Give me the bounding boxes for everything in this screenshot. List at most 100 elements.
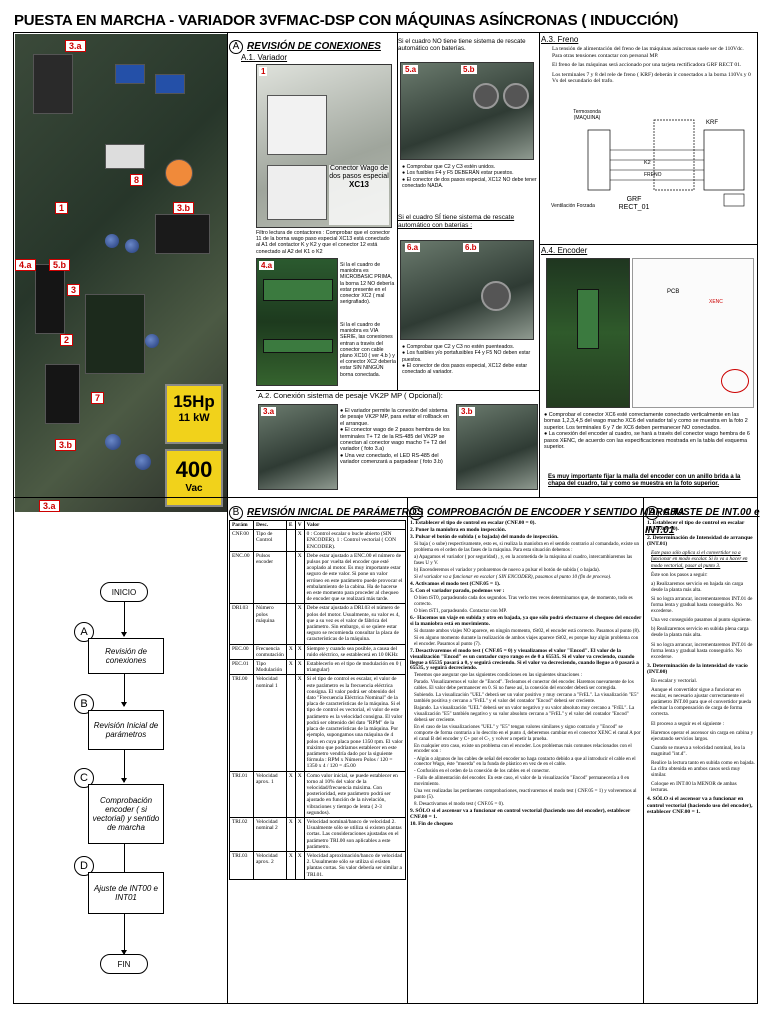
table-cell-p: CNF.00 [229,529,254,552]
relay-blue [115,64,145,84]
table-cell-v: X [294,850,305,880]
divider [227,32,228,1004]
contactor [267,165,327,220]
column-header: V [294,519,305,531]
transformer [105,144,145,169]
paragraph: 3. Determinación de la intensidad de vac… [647,662,748,675]
contactor-caption: Filtro lectura de contactores : Comproba… [256,230,390,255]
board-tag: 4.a [15,259,36,271]
paragraph: Una vez conseguido pasamos al punto sigu… [651,617,752,624]
board-tag: 2 [60,334,74,346]
list-item: ● El conector wago de 2 pasos hembra de … [340,427,450,453]
table-cell-e [285,674,296,772]
paragraph: a) Realizaremos servicio en bajada sin c… [651,580,744,593]
board-tag: 3.b [173,202,195,214]
paragraph: - Confusión en el orden de la conexión d… [414,768,550,775]
a3-paragraph: Los terminales 7 y 8 del rele de freno (… [552,71,751,85]
table-cell-v: X [294,550,305,605]
rescue-yes-photo: 6.a 6.b [400,240,534,340]
board-tag: 3.a [65,40,86,52]
divider [539,32,540,498]
paragraph: Haremos operar el ascensor sin carga en … [651,729,754,742]
list-item: ● El variador permite la conexión del si… [340,408,450,427]
column-header: Parám [229,519,254,531]
terminals-note-2: Si la el cuadro de maniobra es VIA SERIE… [340,322,396,378]
rescue-yes-heading: Si el cuadro SÍ tiene sistema de rescate… [398,214,515,229]
list-item-text: Comprobar que C2 y C3 estén unidos. [406,164,496,170]
table-cell-p: TRI.03 [229,850,254,880]
paragraph: En el caso de las visualizaciones "UEL" … [414,723,641,742]
paragraph: Subiendo. La visualización "UEL" deberá … [414,692,639,705]
page-title: PUESTA EN MARCHA - VARIADOR 3VFMAC-DSP C… [14,12,679,29]
section-b-header: B REVISIÓN INICIAL DE PARÁMETROS [229,502,423,520]
diagram-label: Termosonda (MAQUINA) [573,109,601,121]
table-cell-val: Siempre y cuando sea posible, a causa de… [303,643,407,661]
paragraph: 5. Con el variador parado, podemos ver : [410,588,505,595]
section-d-letter: D [645,506,659,520]
voltage-unit: Vac [185,483,203,494]
table-cell-d: Velocidad nominal 1 [253,674,287,772]
table-cell-v: X [294,529,305,552]
list-item-text: El conector de dos pasos especial, XC12 … [402,176,537,189]
photo-tag: 1 [259,67,268,76]
paragraph: O bien tST1, parpadeando. Contactar con … [414,608,507,615]
paragraph: O bien tST0, parpadeando cada dos segund… [414,595,633,607]
flow-step-letter: D [74,856,94,876]
paragraph: a) Apagamos el variador ( por seguridad)… [414,554,633,566]
capacitor [145,334,159,348]
list-item: ● Los fusibles y/o portafusibles F4 y F5… [402,350,531,363]
wago-connector-code: XC13 [348,180,369,189]
table-cell-e: X [285,659,296,676]
fuse-holder [481,281,511,311]
divider [407,497,408,1004]
board-tag: 3.b [55,439,77,451]
table-cell-e: X [285,850,296,880]
board-tag: 8 [130,174,144,186]
highlight-circle [721,369,749,393]
paragraph: 6.- Hacemos un viaje en subida y otro en… [410,615,642,627]
paragraph: 1. Establecer el tipo de control en esca… [647,520,745,533]
paragraph: Si baja ( o sube) respectivamente, esto … [414,541,640,554]
a2-divider [256,390,540,391]
flow-arrow [121,914,127,955]
flow-arrow [121,674,127,707]
board-photo: 15Hp 11 kW 400 Vac 3.a 8 1 3.b 4.a 5.b 3… [15,34,227,512]
paragraph: Si el variador va a funcionar en escalar… [414,574,612,581]
table-cell-p: ENC.00 [229,550,254,605]
table-cell-d: Tipo Modulación [253,659,287,676]
encoder-connector [577,289,599,349]
paragraph: Cuando se mueva a velocidad nominal, lea… [651,744,745,757]
table-cell-p: DRI.03 [229,603,254,645]
a2-list: ● El variador permite la conexión del si… [340,408,454,466]
paragraph: Bajando. La visualización "UEL" deberá s… [414,705,635,723]
paragraph: Parado. Visualizaremos el valor de "Enco… [414,679,634,692]
table-cell-v: X [294,816,305,852]
section-a-title: REVISIÓN DE CONEXIONES [247,41,381,52]
table-cell-d: Número polos máquina [253,603,287,645]
column-header: Valor [303,519,407,531]
diagram-label: PCB [667,289,680,295]
encoder-diagram: PCB XENC [632,258,754,408]
capacitor [125,239,139,253]
paragraph: 9. SÓLO si el ascensor va a funcionar en… [410,808,631,821]
flow-step-letter: A [74,622,94,642]
list-item-text: El conector de dos pasos especial, XC12 … [402,362,528,376]
photo-tag: 3.a [261,407,277,416]
table-cell-d: Tipo de Control [253,529,287,552]
fuse-holder [473,83,499,109]
table-cell-p: TRI.00 [229,674,254,772]
a3-text: La tensión de alimentación del freno de … [552,46,754,85]
diagram-label: GRF RECT_01 [618,196,650,211]
board-tag: 3.a [39,500,60,512]
connector-strip-2 [45,364,80,424]
a4-title: A.4. Encoder [541,246,588,255]
table-cell-e [285,529,296,552]
